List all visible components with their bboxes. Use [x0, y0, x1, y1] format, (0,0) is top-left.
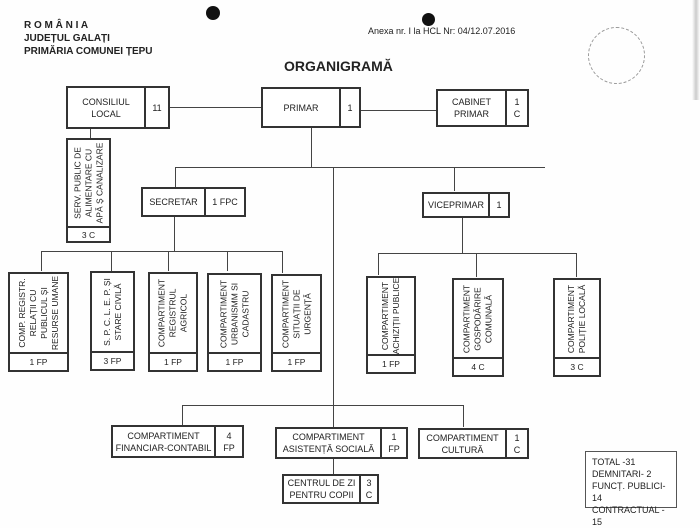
node-achizitii[interactable]: COMPARTIMENT ACHIZIȚII PUBLICE 1 FP	[366, 276, 416, 374]
node-count: 1 FP	[273, 352, 320, 370]
connector	[454, 167, 455, 191]
node-label: COMP. REGISTR. RELAȚII CU PUBLICUL ȘI RE…	[16, 275, 60, 351]
node-centrul-de-zi[interactable]: CENTRUL DE ZI PENTRU COPII 3 C	[282, 474, 379, 504]
node-label: CENTRUL DE ZI PENTRU COPII	[287, 478, 356, 500]
node-count: 11	[144, 88, 168, 127]
node-viceprimar[interactable]: VICEPRIMAR 1	[422, 192, 510, 218]
node-count: 1	[488, 194, 508, 216]
connector	[182, 405, 183, 425]
node-label: S. P. C. L. E. P. ȘI STARE CIVILĂ	[101, 278, 123, 346]
connector	[378, 253, 576, 254]
node-count: 3 C	[359, 476, 377, 502]
connector	[282, 251, 283, 273]
page-title: ORGANIGRAMĂ	[284, 58, 393, 74]
node-label: COMPARTIMENT ASISTENȚĂ SOCIALĂ	[282, 432, 375, 454]
node-primar[interactable]: PRIMAR 1	[261, 87, 361, 128]
node-count: 1 C	[505, 91, 527, 125]
node-label: COMPARTIMENT POLIȚIE LOCALĂ	[566, 284, 587, 353]
node-registratura[interactable]: COMP. REGISTR. RELAȚII CU PUBLICUL ȘI RE…	[8, 272, 69, 372]
scan-edge	[692, 0, 700, 100]
node-label: COMPARTIMENT REGISTRUL AGRICOL	[156, 278, 189, 348]
node-count: 1	[339, 89, 359, 126]
node-count: 4 FP	[214, 427, 242, 456]
node-label: COMPARTIMENT URBANISMM SI CADASTRU	[218, 279, 250, 348]
node-count: 3 C	[555, 357, 599, 375]
total-line: TOTAL -31	[592, 457, 636, 467]
connector	[175, 167, 545, 168]
node-count: 1 FP	[209, 352, 260, 370]
node-label: COMPARTIMENT ACHIZIȚII PUBLICE	[380, 278, 401, 354]
node-count: 1 FP	[10, 352, 67, 370]
node-label: PRIMAR	[283, 102, 319, 113]
connector	[227, 251, 228, 271]
node-count: 1 C	[505, 430, 527, 457]
node-label: COMPARTIMENT CULTURĂ	[426, 432, 499, 455]
connector	[41, 251, 42, 271]
node-count: 4 C	[454, 357, 502, 375]
node-count: 3 FP	[92, 351, 133, 369]
node-consiliul-local[interactable]: CONSILIUL LOCAL 11	[66, 86, 170, 129]
node-urbanism[interactable]: COMPARTIMENT URBANISMM SI CADASTRU 1 FP	[207, 273, 262, 372]
node-label: COMPARTIMENT FINANCIAR-CONTABIL	[115, 430, 212, 453]
connector	[463, 405, 464, 427]
node-count: 1 FP	[150, 352, 196, 370]
node-serv-apa-canalizare[interactable]: SERV. PUBLIC DE ALIMENTARE CU APĂ Ș CANA…	[66, 138, 111, 243]
node-politie-locala[interactable]: COMPARTIMENT POLIȚIE LOCALĂ 3 C	[553, 278, 601, 377]
contractual-line: CONTRACTUAL - 15	[592, 505, 665, 527]
node-label: COMPARTIMENT SITUAȚII DE URGENȚĂ	[280, 279, 312, 349]
node-count: 1 FPC	[204, 189, 244, 215]
node-cabinet-primar[interactable]: CABINET PRIMAR 1 C	[436, 89, 529, 127]
connector	[174, 215, 175, 251]
demnitari-line: DEMNITARI- 2	[592, 469, 652, 479]
functionari-publici-line: FUNCȚ. PUBLICI-14	[592, 481, 666, 503]
official-stamp	[588, 27, 645, 84]
totals-box: TOTAL -31 DEMNITARI- 2 FUNCȚ. PUBLICI-14…	[585, 451, 677, 527]
node-financiar-contabil[interactable]: COMPARTIMENT FINANCIAR-CONTABIL 4 FP	[111, 425, 244, 458]
node-label: SERV. PUBLIC DE ALIMENTARE CU APĂ Ș CANA…	[72, 142, 104, 224]
connector	[170, 107, 262, 108]
punch-hole-mark	[206, 6, 220, 20]
connector	[111, 251, 112, 271]
node-registrul-agricol[interactable]: COMPARTIMENT REGISTRUL AGRICOL 1 FP	[148, 272, 198, 372]
node-label: COMPARTIMENT GOSPODĂRIRE COMUNALĂ	[461, 284, 494, 353]
node-label: CONSILIUL LOCAL	[82, 96, 130, 119]
node-label: SECRETAR	[149, 197, 198, 207]
connector	[182, 405, 463, 406]
connector	[333, 405, 334, 427]
connector	[576, 253, 577, 277]
node-situatii-urgenta[interactable]: COMPARTIMENT SITUAȚII DE URGENȚĂ 1 FP	[271, 274, 322, 372]
institution-label: PRIMĂRIA COMUNEI ȚEPU	[24, 46, 153, 57]
country-label: R O M Â N I A	[24, 20, 89, 31]
annex-label: Anexa nr. I la HCL Nr: 04/12.07.2016	[368, 26, 516, 36]
connector	[175, 167, 176, 187]
connector	[476, 253, 477, 277]
connector	[168, 251, 169, 271]
connector	[90, 127, 91, 139]
connector	[361, 110, 437, 111]
node-gospodarire[interactable]: COMPARTIMENT GOSPODĂRIRE COMUNALĂ 4 C	[452, 278, 504, 377]
header-block: R O M Â N I A JUDEȚUL GALAȚI PRIMĂRIA CO…	[24, 19, 153, 58]
node-count: 3 C	[68, 226, 109, 241]
node-secretar[interactable]: SECRETAR 1 FPC	[141, 187, 246, 217]
punch-hole-mark	[422, 13, 435, 26]
connector	[333, 458, 334, 474]
connector	[333, 167, 334, 407]
connector	[462, 215, 463, 253]
connector	[41, 251, 282, 252]
node-spclep[interactable]: S. P. C. L. E. P. ȘI STARE CIVILĂ 3 FP	[90, 271, 135, 371]
connector	[311, 127, 312, 167]
node-cultura[interactable]: COMPARTIMENT CULTURĂ 1 C	[418, 428, 529, 459]
node-label: CABINET PRIMAR	[451, 97, 491, 119]
connector	[378, 253, 379, 275]
node-label: VICEPRIMAR	[427, 200, 484, 210]
county-label: JUDEȚUL GALAȚI	[24, 33, 110, 44]
node-count: 1 FP	[368, 354, 414, 372]
node-asistenta-sociala[interactable]: COMPARTIMENT ASISTENȚĂ SOCIALĂ 1 FP	[275, 427, 408, 459]
node-count: 1 FP	[380, 429, 406, 457]
